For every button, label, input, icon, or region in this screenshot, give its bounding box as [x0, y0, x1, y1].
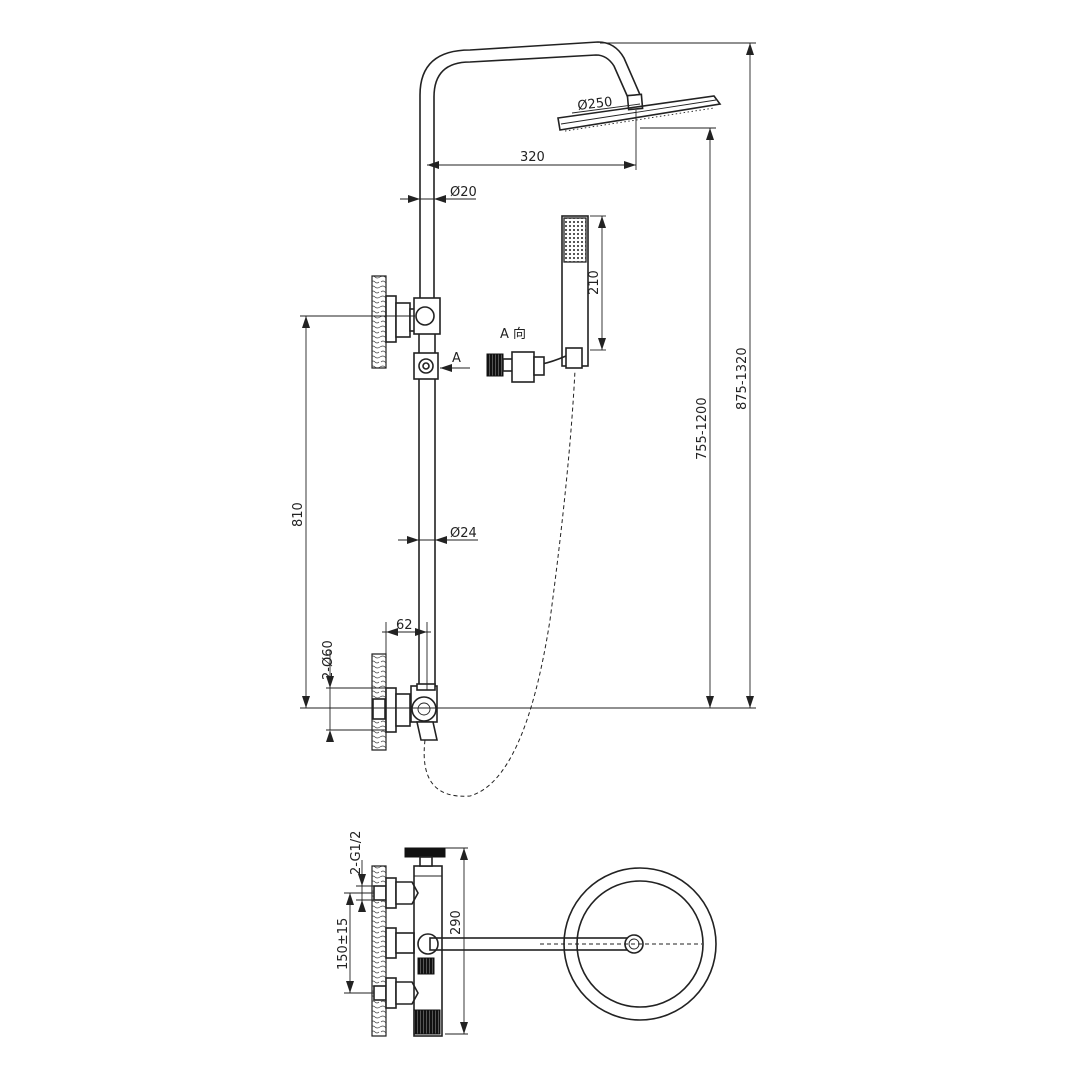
dim-height-total: 875-1320 [735, 347, 750, 410]
hand-shower: A 向 [486, 215, 589, 383]
dim-handheld-length: 210 [587, 270, 602, 295]
wall-upper [371, 275, 387, 369]
dim-lower-pipe-diameter: Ø24 [450, 526, 477, 541]
dim-inlet-thread: 2-G1/2 [349, 831, 364, 875]
holder-knob [486, 353, 504, 377]
temperature-knob [413, 1009, 441, 1035]
diverter-valve [371, 653, 438, 751]
rain-shower-head [557, 95, 722, 132]
shower-riser-assembly: A [371, 41, 722, 751]
middle-knob [417, 957, 435, 975]
shower-hose [423, 369, 576, 797]
dim-upper-pipe-diameter: Ø20 [450, 185, 477, 200]
flow-handle [404, 847, 446, 858]
top-view: 290 2-G1/2 150±15 [336, 831, 717, 1037]
dim-escutcheon: 2-Ø60 [321, 640, 336, 680]
dim-arm-length: 320 [520, 150, 545, 165]
dim-height-short: 755-1200 [695, 397, 710, 460]
dim-valve-height: 290 [449, 910, 464, 935]
dim-offset: 62 [396, 618, 413, 633]
view-a-label: A 向 [500, 326, 526, 342]
overhead-arm [419, 41, 642, 330]
dim-bracket-spacing: 810 [291, 502, 306, 527]
hand-shower-face [563, 217, 587, 263]
dim-head-diameter: Ø250 [577, 95, 614, 114]
dimension-lines: Ø250 320 Ø20 210 755-1200 875-1320 [291, 42, 756, 742]
dim-inlet-spacing: 150±15 [336, 918, 351, 970]
arrow-a-label: A [452, 351, 461, 366]
